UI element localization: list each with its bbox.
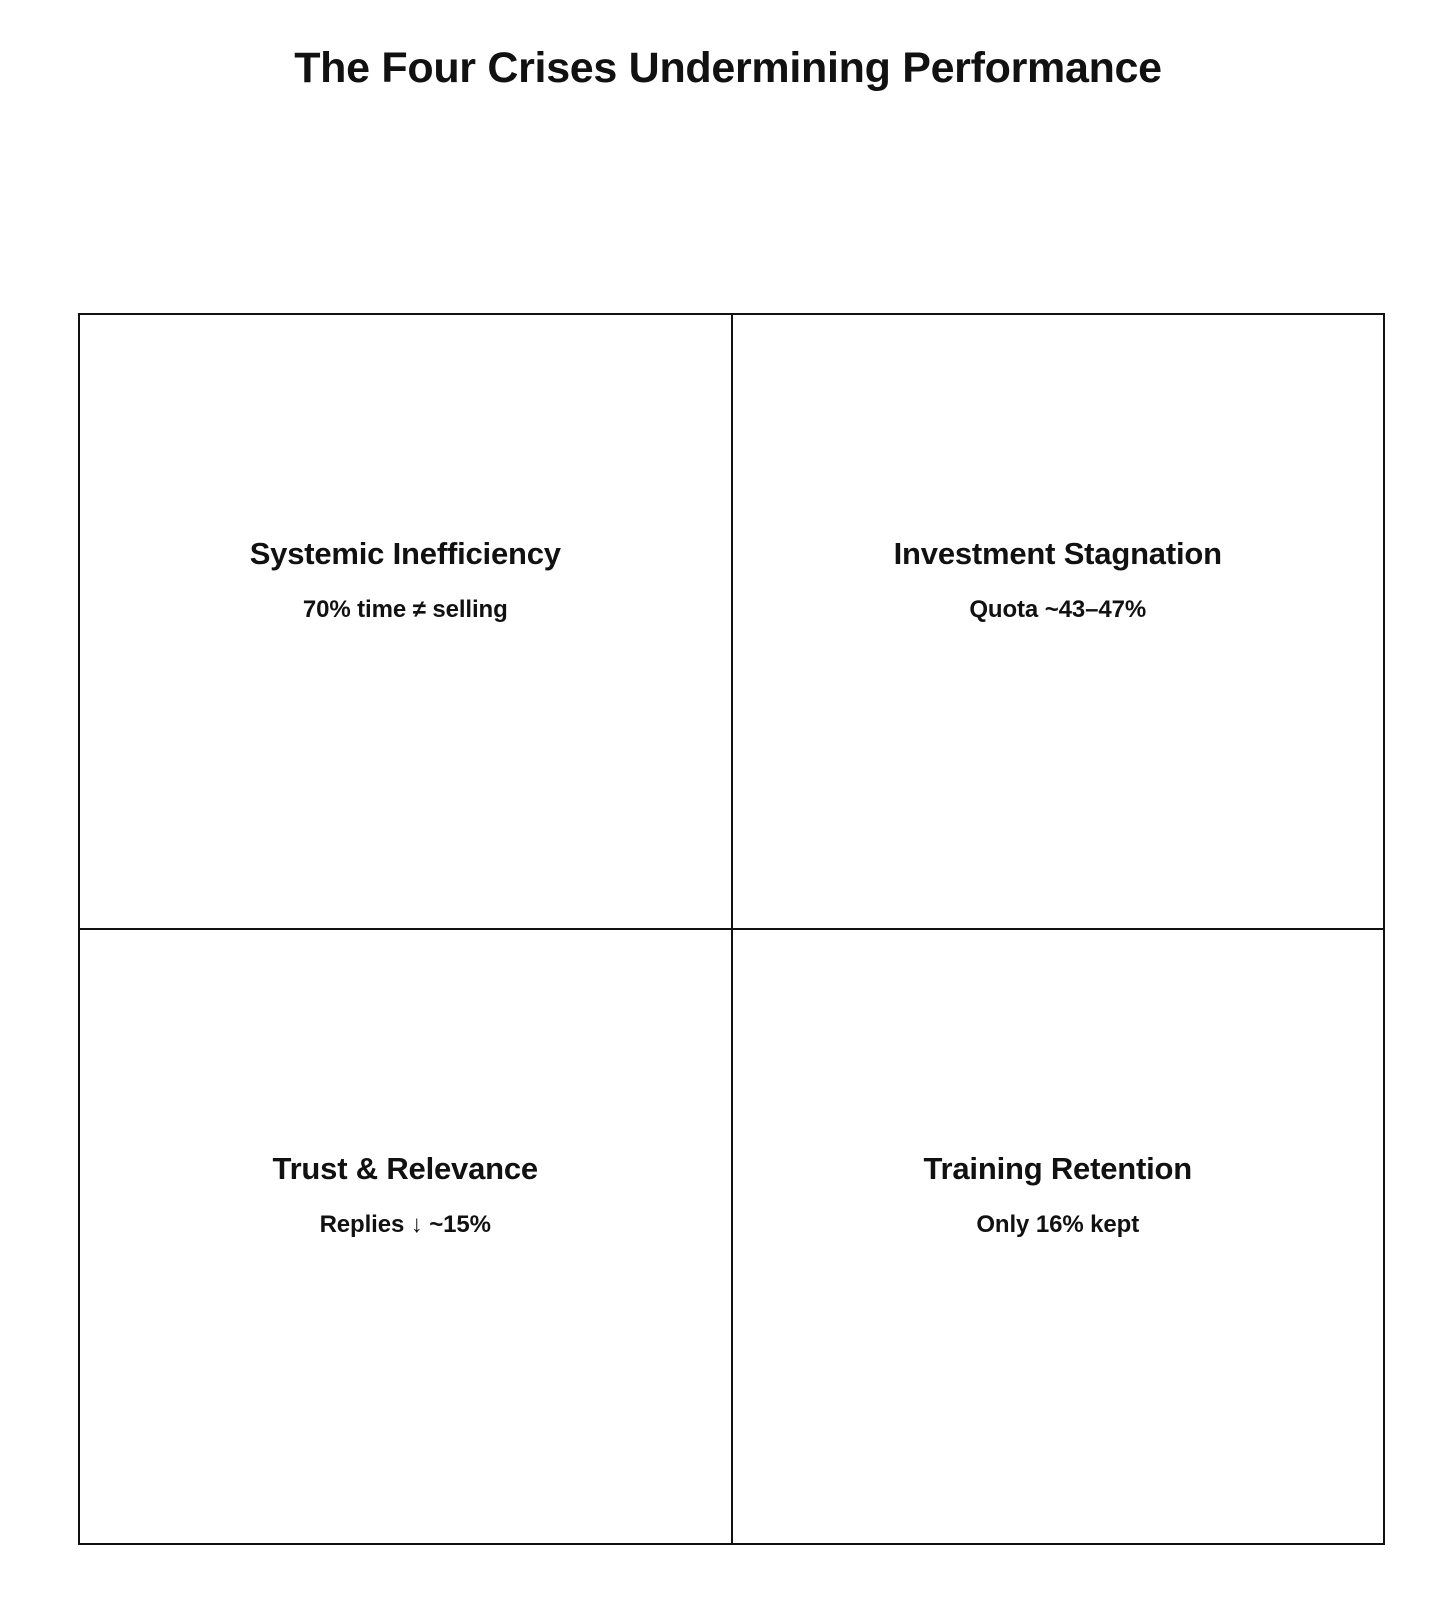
quadrant-trust-and-relevance[interactable]: Trust & Relevance Replies ↓ ~15% [80, 930, 733, 1545]
quadrant-systemic-inefficiency[interactable]: Systemic Inefficiency 70% time ≠ selling [80, 315, 733, 930]
quadrant-title: Trust & Relevance [272, 1150, 539, 1186]
quadrant-metric: Quota ~43–47% [969, 595, 1147, 623]
quadrant-investment-stagnation[interactable]: Investment Stagnation Quota ~43–47% [732, 315, 1385, 930]
quadrant-content: Investment Stagnation Quota ~43–47% [757, 535, 1360, 625]
page-title: The Four Crises Undermining Performance [294, 44, 1162, 92]
quadrant-content: Trust & Relevance Replies ↓ ~15% [104, 1150, 707, 1240]
quadrant-title: Training Retention [923, 1150, 1192, 1186]
four-crises-matrix: Systemic Inefficiency 70% time ≠ selling… [78, 313, 1385, 1545]
quadrant-metric: Replies ↓ ~15% [319, 1210, 491, 1238]
quadrant-content: Training Retention Only 16% kept [757, 1150, 1360, 1240]
quadrant-metric: Only 16% kept [976, 1210, 1140, 1238]
quadrant-metric: 70% time ≠ selling [302, 595, 508, 623]
quadrant-content: Systemic Inefficiency 70% time ≠ selling [104, 535, 707, 625]
quadrant-title: Systemic Inefficiency [249, 535, 561, 571]
quadrant-training-retention[interactable]: Training Retention Only 16% kept [732, 930, 1385, 1545]
quadrant-title: Investment Stagnation [893, 535, 1222, 571]
